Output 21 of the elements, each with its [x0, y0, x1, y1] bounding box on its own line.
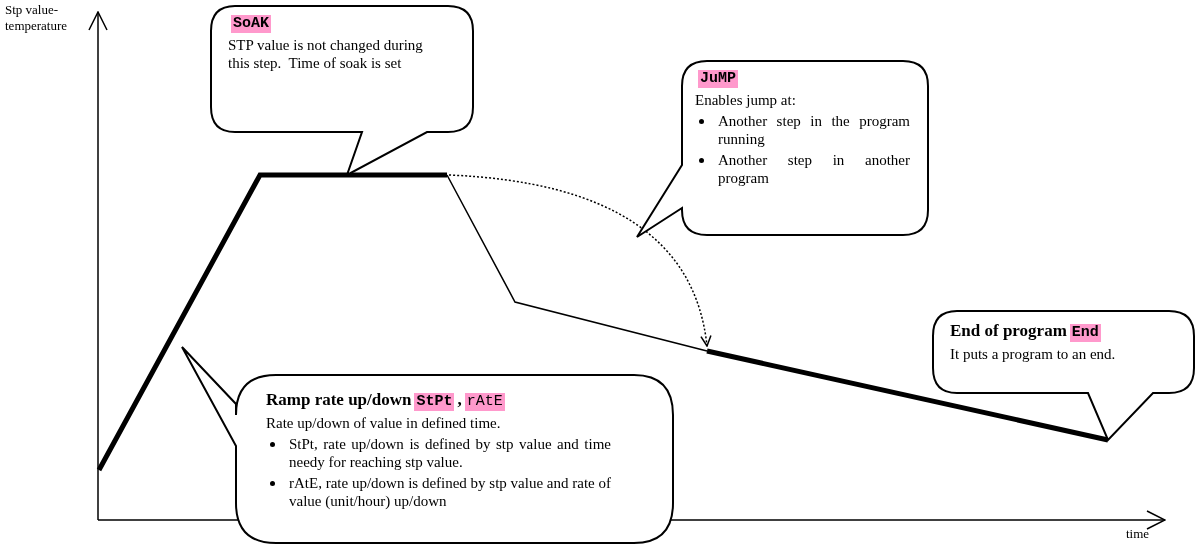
callout-heading: Ramp rate up/down — [266, 391, 412, 409]
axis-label: Stp value-temperature — [5, 2, 69, 34]
bullet-item: rAtE, rate up/down is defined by stp value and rate of value (unit/hour) up/down — [289, 474, 611, 510]
bullet-item: Another step in the program running — [718, 112, 910, 148]
callout-heading: , — [457, 391, 462, 409]
callout-text: STP value is not changed during this step. Time of soak is set — [228, 36, 423, 72]
bullet-item: Another step in another program — [718, 151, 910, 187]
parameter-code: End — [1069, 324, 1101, 342]
speech-bubble — [635, 60, 929, 240]
callout-text: Rate up/down of value in defined time. — [266, 414, 501, 432]
bullet-item: StPt, rate up/down is defined by stp value and time needy for reaching stp value. — [289, 435, 611, 471]
axis-label: time — [1126, 526, 1150, 542]
speech-bubble — [932, 310, 1195, 442]
callout-heading: End of program — [950, 322, 1067, 340]
parameter-code: StPt — [414, 393, 455, 411]
parameter-code: rAtE — [464, 393, 505, 411]
callout-text: It puts a program to an end. — [950, 345, 1116, 363]
parameter-code: JuMP — [698, 70, 738, 88]
callout-text: Enables jump at: — [695, 91, 796, 109]
parameter-code: SoAK — [231, 15, 271, 33]
speech-bubble — [180, 345, 674, 544]
